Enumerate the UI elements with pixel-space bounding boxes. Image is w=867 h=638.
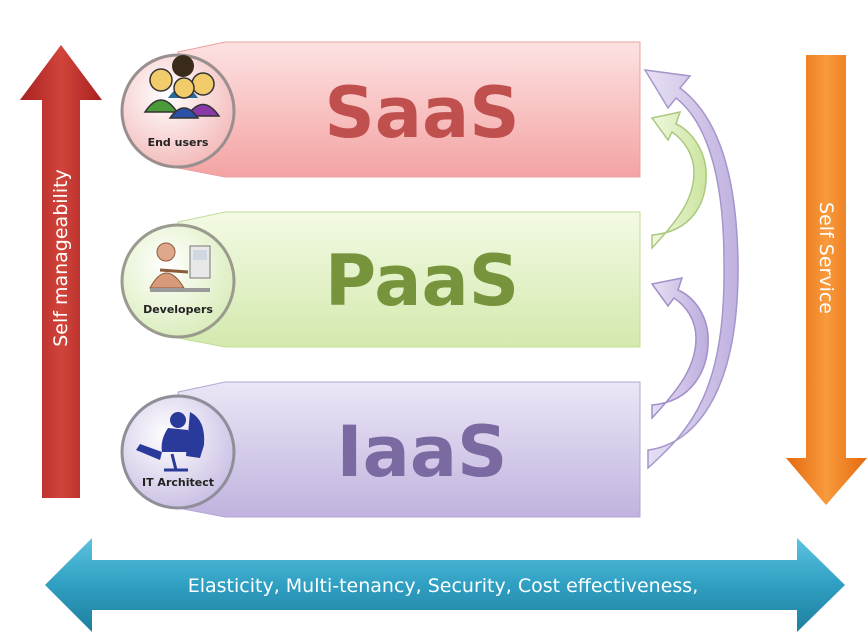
developer-at-desk-icon — [149, 242, 211, 292]
developers-circle: Developers — [120, 223, 236, 339]
layer-saas: SaaS — [177, 41, 641, 178]
layer-iaas-title: IaaS — [337, 411, 508, 493]
architect-in-chair-icon — [136, 412, 205, 472]
it-architect-label: IT Architect — [142, 476, 214, 489]
self-service-arrow: Self Service — [786, 55, 867, 505]
people-group-icon — [143, 55, 221, 119]
layer-paas: PaaS — [177, 211, 641, 348]
characteristics-label: Elasticity, Multi-tenancy, Security, Cos… — [188, 575, 699, 597]
developers-label: Developers — [143, 303, 213, 316]
iaas-to-paas-curve-arrow — [650, 277, 709, 420]
it-architect-circle: IT Architect — [120, 394, 236, 510]
layer-iaas: IaaS — [177, 381, 641, 518]
layer-paas-title: PaaS — [325, 240, 519, 322]
end-users-circle: End users — [120, 53, 236, 169]
iaas-to-saas-curve-arrow — [643, 69, 739, 470]
characteristics-arrow: Elasticity, Multi-tenancy, Security, Cos… — [45, 538, 845, 632]
self-manageability-label: Self manageability — [50, 169, 72, 347]
self-service-label: Self Service — [815, 202, 837, 314]
self-manageability-arrow: Self manageability — [20, 45, 102, 498]
paas-to-saas-curve-arrow — [650, 110, 707, 250]
end-users-label: End users — [148, 136, 209, 149]
layer-saas-title: SaaS — [324, 72, 519, 154]
